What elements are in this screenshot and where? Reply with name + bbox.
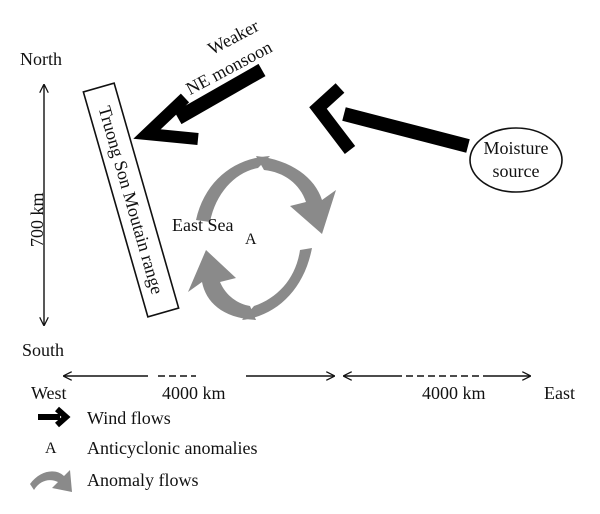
legend-wind-arrow-icon (38, 406, 71, 428)
north-label: North (20, 49, 62, 69)
west-label: West (31, 383, 67, 403)
horizontal-scale-right-label: 4000 km (422, 383, 486, 403)
legend-wind-label: Wind flows (87, 408, 171, 428)
vertical-scale-label: 700 km (27, 192, 47, 247)
monsoon-wind-arrow (133, 63, 266, 145)
moisture-wind-arrow (309, 83, 470, 154)
anomaly-flow-upper (196, 156, 336, 234)
anomaly-flow-lower (188, 248, 312, 320)
legend-anticyclone-symbol: A (45, 440, 57, 457)
legend-anomaly-flow-icon (30, 470, 72, 492)
moisture-source-ellipse (469, 127, 563, 193)
moisture-source-line2: source (492, 161, 540, 181)
anticyclone-marker: A (245, 231, 257, 248)
east-label: East (544, 383, 575, 403)
east-sea-label: East Sea (172, 215, 234, 235)
legend-anomaly-label: Anomaly flows (87, 470, 199, 490)
south-label: South (22, 340, 65, 360)
mountain-range-box (82, 82, 180, 318)
moisture-source-line1: Moisture (483, 138, 549, 158)
legend-anticyclone-label: Anticyclonic anomalies (87, 438, 258, 458)
horizontal-scale-left-label: 4000 km (162, 383, 226, 403)
